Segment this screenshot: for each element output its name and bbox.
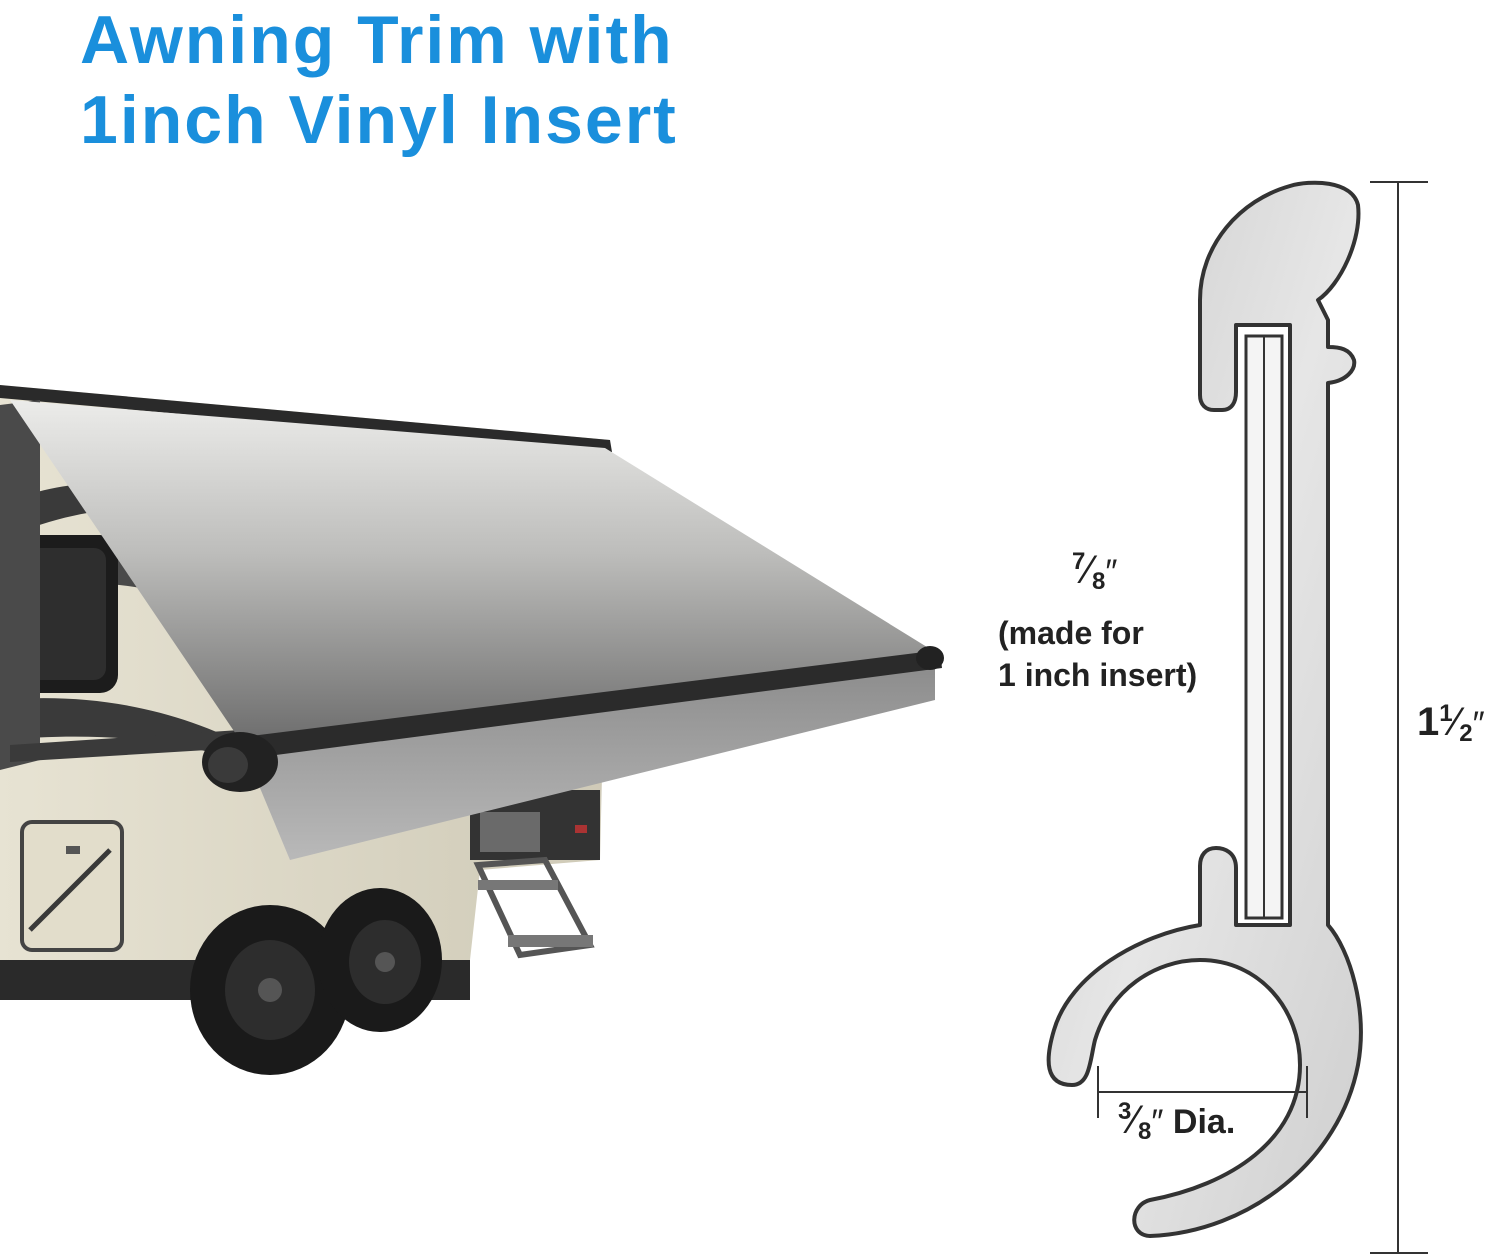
overall-height-label: 11⁄2″ — [1413, 698, 1489, 750]
diameter-dimension — [1097, 1066, 1308, 1118]
title-line-2: 1inch Vinyl Insert — [80, 82, 678, 158]
insert-note-line-2: 1 inch insert) — [998, 657, 1198, 693]
awning-fabric — [10, 400, 944, 860]
insert-note: (made for 1 inch insert) — [998, 612, 1197, 696]
rope-diameter-label: 3⁄8″ Dia. — [1118, 1098, 1236, 1145]
rv-wheels — [190, 888, 442, 1075]
page-title: Awning Trim with 1inch Vinyl Insert — [80, 0, 678, 160]
profile-body — [1046, 180, 1363, 1238]
rv-step — [473, 856, 595, 959]
insert-channel-dimension: 7⁄8″ — [1072, 548, 1118, 595]
overall-height-dimension — [1370, 181, 1428, 1254]
awning-arm — [0, 400, 240, 770]
title-line-1: Awning Trim with — [80, 2, 674, 78]
insert-note-line-1: (made for — [998, 615, 1144, 651]
awning-trim-profile — [1046, 180, 1363, 1238]
